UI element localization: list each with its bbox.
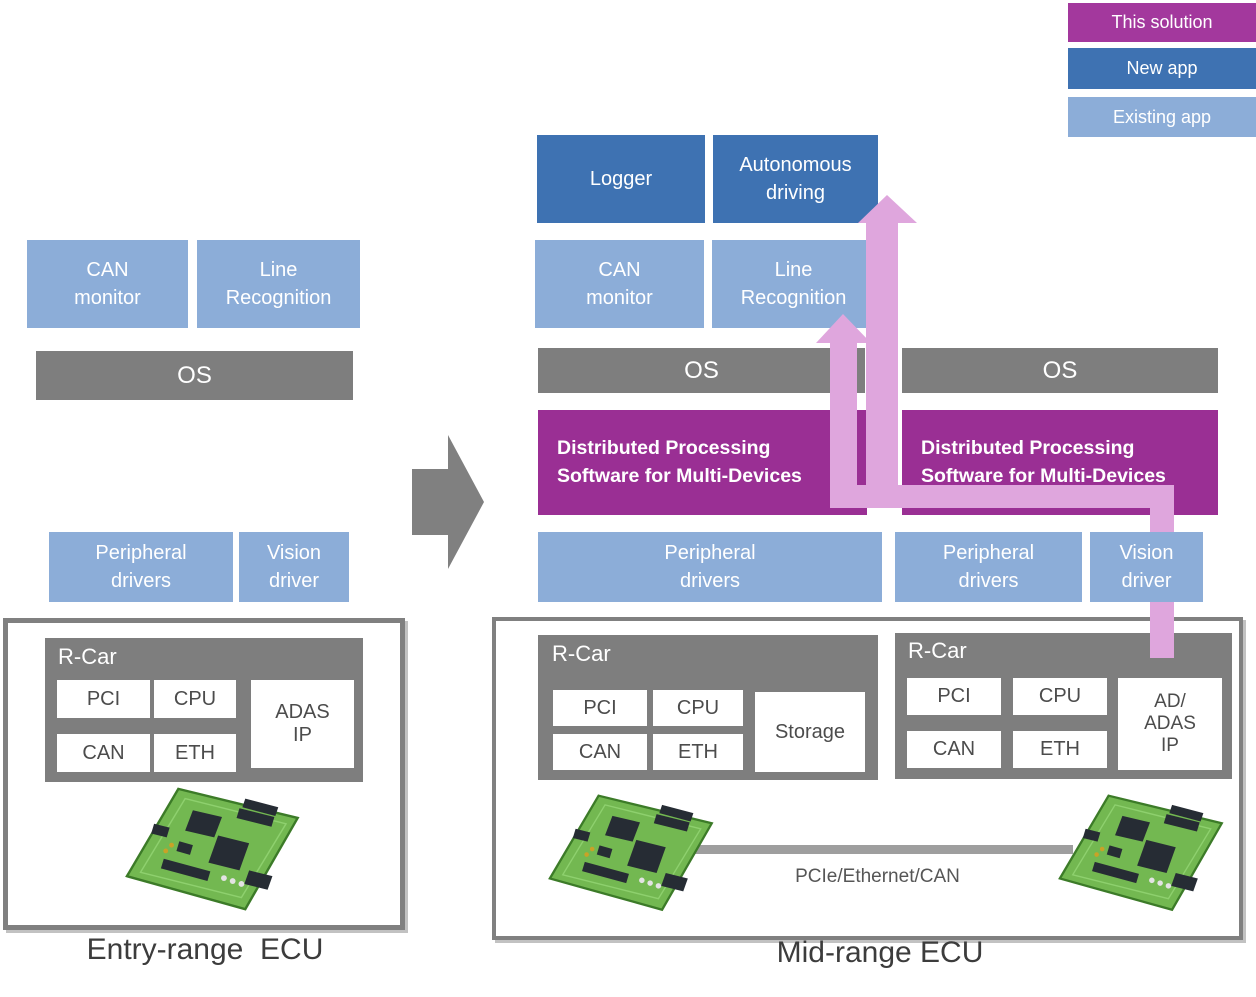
cell-label: ADAS	[275, 701, 330, 723]
legend-new-app: New app	[1068, 48, 1256, 89]
mid-peripheral-drivers-2: Peripheral drivers	[895, 532, 1082, 602]
cell-label: IP	[1161, 734, 1179, 756]
entry-cell-can: CAN	[57, 734, 150, 772]
board-link-label: PCIe/Ethernet/CAN	[795, 866, 960, 887]
app-label: Recognition	[225, 287, 332, 309]
legend-existing-app: Existing app	[1068, 97, 1256, 137]
dps-label: Software for Multi-Devices	[557, 464, 802, 487]
app-label: CAN	[598, 259, 641, 281]
mid-right-cell-cpu: CPU	[1013, 678, 1107, 715]
mid-os-bar-left: OS	[538, 348, 865, 393]
entry-rcar-label: R-Car	[58, 644, 117, 669]
driver-label: drivers	[110, 570, 171, 592]
mid-left-cell-cpu: CPU	[653, 690, 743, 726]
mid-peripheral-drivers-1: Peripheral drivers	[538, 532, 882, 602]
cell-label: PCI	[937, 685, 971, 707]
cell-label: CPU	[676, 696, 720, 719]
app-label: Logger	[589, 168, 653, 190]
entry-cell-adas-ip: ADAS IP	[251, 680, 354, 768]
entry-vision-driver: Vision driver	[239, 532, 349, 602]
app-label: Line	[774, 259, 813, 281]
mid-left-cell-pci: PCI	[553, 690, 647, 726]
mid-dps-left: Distributed Processing Software for Mult…	[538, 410, 867, 515]
driver-label: Vision	[266, 542, 322, 564]
driver-label: Peripheral	[942, 542, 1035, 564]
transition-arrow	[412, 435, 484, 569]
entry-cell-cpu: CPU	[154, 680, 236, 718]
app-label: monitor	[586, 287, 653, 309]
legend-this-solution-label: This solution	[1111, 12, 1213, 32]
cell-label: PCI	[583, 696, 617, 719]
cell-label: PCI	[86, 687, 121, 710]
driver-label: drivers	[679, 570, 740, 592]
entry-cell-pci: PCI	[57, 680, 150, 718]
entry-ecu-caption: Entry-range ECU	[86, 933, 324, 966]
app-label: Line	[259, 259, 298, 281]
mid-app-can-monitor: CAN monitor	[535, 240, 704, 328]
legend-existing-app-label: Existing app	[1112, 106, 1212, 127]
driver-label: driver	[1121, 570, 1172, 592]
entry-cell-eth: ETH	[154, 734, 236, 772]
dps-label: Distributed Processing	[921, 437, 1135, 460]
mid-left-cell-storage: Storage	[755, 692, 865, 772]
app-label: driving	[766, 182, 825, 204]
mid-right-cell-can: CAN	[907, 731, 1001, 768]
mid-dps-right: Distributed Processing Software for Mult…	[902, 410, 1218, 515]
mid-vision-driver: Vision driver	[1090, 532, 1203, 602]
cell-label: CPU	[173, 687, 217, 710]
mid-rcar-left-label: R-Car	[552, 641, 611, 666]
cell-label: ETH	[678, 740, 718, 763]
cell-label: CAN	[578, 740, 622, 763]
os-label: OS	[177, 361, 212, 389]
mid-ecu-caption: Mid-range ECU	[776, 936, 984, 969]
dps-label: Distributed Processing	[557, 437, 771, 460]
mid-right-cell-eth: ETH	[1013, 731, 1107, 768]
cell-label: Storage	[774, 720, 846, 743]
driver-label: drivers	[958, 570, 1019, 592]
cell-label: ETH	[1040, 738, 1080, 760]
cell-label: CAN	[932, 738, 976, 760]
entry-os-bar: OS	[36, 351, 353, 400]
driver-label: Peripheral	[95, 542, 187, 564]
driver-label: Peripheral	[664, 542, 756, 564]
entry-app-can-monitor: CAN monitor	[27, 240, 188, 328]
legend-this-solution: This solution	[1068, 3, 1256, 42]
cell-label: AD/	[1154, 691, 1186, 713]
mid-right-cell-ad-adas-ip: AD/ ADAS IP	[1118, 678, 1222, 770]
entry-peripheral-drivers: Peripheral drivers	[49, 532, 233, 602]
mid-left-cell-eth: ETH	[653, 734, 743, 770]
mid-app-autonomous-driving: Autonomous driving	[713, 135, 878, 223]
mid-app-logger: Logger	[537, 135, 705, 223]
app-label: Autonomous	[739, 154, 852, 176]
cell-label: CAN	[82, 741, 125, 764]
driver-label: Vision	[1119, 542, 1174, 564]
mid-left-cell-can: CAN	[553, 734, 647, 770]
mid-right-cell-pci: PCI	[907, 678, 1001, 715]
mid-app-line-recognition: Line Recognition	[712, 240, 875, 328]
cell-label: ETH	[175, 741, 215, 764]
cell-label: IP	[293, 724, 312, 746]
driver-label: driver	[268, 570, 319, 592]
os-label: OS	[684, 356, 719, 384]
cell-label: ADAS	[1144, 713, 1196, 735]
app-label: monitor	[74, 287, 141, 309]
os-label: OS	[1042, 356, 1078, 384]
app-label: Recognition	[740, 287, 847, 309]
mid-rcar-right-label: R-Car	[908, 638, 967, 663]
mid-os-bar-right: OS	[902, 348, 1218, 393]
cell-label: CPU	[1038, 685, 1082, 707]
app-label: CAN	[86, 259, 129, 281]
entry-app-line-recognition: Line Recognition	[197, 240, 360, 328]
legend-new-app-label: New app	[1126, 58, 1198, 78]
dps-label: Software for Multi-Devices	[921, 464, 1166, 487]
